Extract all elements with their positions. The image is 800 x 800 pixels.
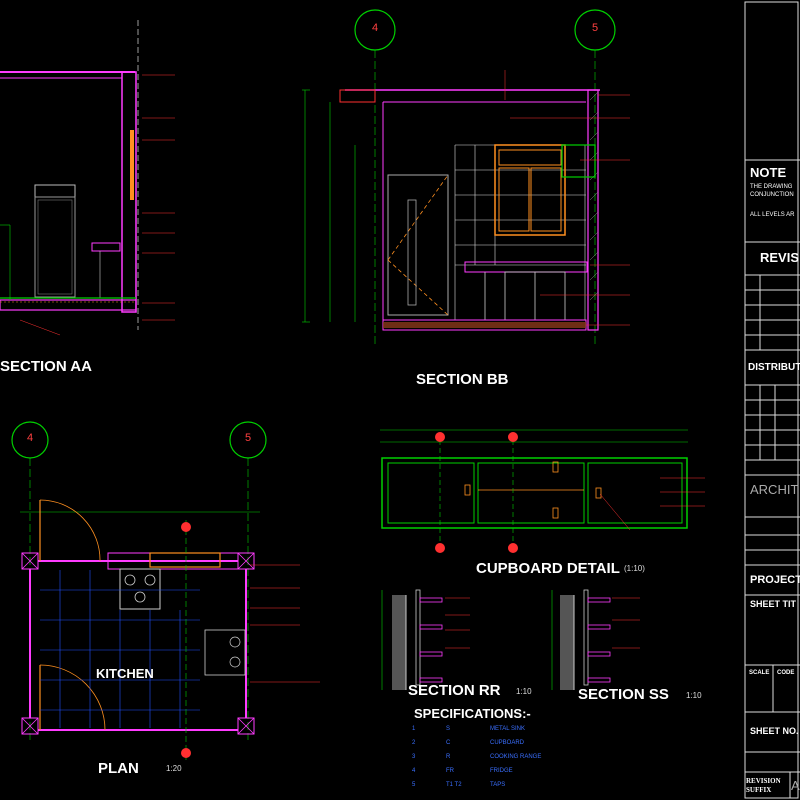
spec-code: T1 T2 (446, 782, 462, 788)
section-rr-scale: 1:10 (516, 687, 532, 696)
section-rr-title: SECTION RR (408, 682, 501, 699)
sheet-title-heading: SHEET TIT (750, 599, 797, 609)
project-heading: PROJECT (750, 574, 800, 586)
note-line: THE DRAWING (750, 184, 793, 190)
section-aa-title: SECTION AA (0, 358, 92, 375)
spec-code: FR (446, 768, 454, 774)
spec-item: FRIDGE (490, 768, 513, 774)
note-line: ALL LEVELS AR (750, 212, 795, 218)
plan-title: PLAN (98, 760, 139, 777)
section-bb-drawing (302, 9, 630, 345)
spec-item: COOKING RANGE (490, 754, 542, 760)
section-bb-title: SECTION BB (416, 371, 509, 388)
distribution-heading: DISTRIBUT (748, 362, 800, 373)
specifications-heading: SPECIFICATIONS:- (414, 706, 531, 721)
plan-drawing (11, 421, 320, 760)
cupboard-detail-title: CUPBOARD DETAIL (476, 560, 620, 577)
spec-item: CUPBOARD (490, 740, 525, 746)
spec-code: R (446, 754, 451, 760)
kitchen-room-label: KITCHEN (96, 666, 154, 681)
grid-bubble-label: 5 (244, 432, 252, 444)
cupboard-detail-drawing (380, 429, 705, 553)
section-ss-scale: 1:10 (686, 691, 702, 700)
revisions-heading: REVIS (760, 250, 800, 265)
spec-no: 5 (412, 782, 416, 788)
section-ss-drawing (551, 589, 640, 690)
sheet-no-heading: SHEET NO. (750, 726, 799, 736)
revision-suffix-label: SUFFIX (746, 786, 772, 794)
spec-item: TAPS (490, 782, 506, 788)
grid-bubble-label: 5 (591, 22, 599, 34)
note-heading: NOTE (750, 165, 787, 180)
spec-no: 3 (412, 754, 416, 760)
plan-scale: 1:20 (166, 764, 182, 773)
section-ss-title: SECTION SS (578, 686, 669, 703)
grid-bubble-label: 4 (371, 22, 379, 34)
spec-no: 2 (412, 740, 416, 746)
section-aa-drawing (0, 20, 175, 336)
spec-item: METAL SINK (490, 726, 526, 732)
scale-heading: SCALE (749, 670, 770, 676)
title-block-frame (744, 1, 800, 799)
spec-code: S (446, 726, 451, 732)
spec-no: 4 (412, 768, 416, 774)
architect-heading: ARCHIT (750, 482, 799, 497)
section-rr-drawing (381, 589, 470, 690)
code-heading: CODE (777, 670, 795, 676)
grid-bubble-label: 4 (26, 432, 34, 444)
revision-suffix-label: REVISION (746, 777, 781, 785)
cupboard-detail-scale: (1:10) (624, 564, 645, 573)
spec-code: C (446, 740, 451, 746)
note-line: CONJUNCTION (750, 192, 794, 198)
spec-no: 1 (412, 726, 416, 732)
revision-suffix-value: A (791, 778, 800, 793)
